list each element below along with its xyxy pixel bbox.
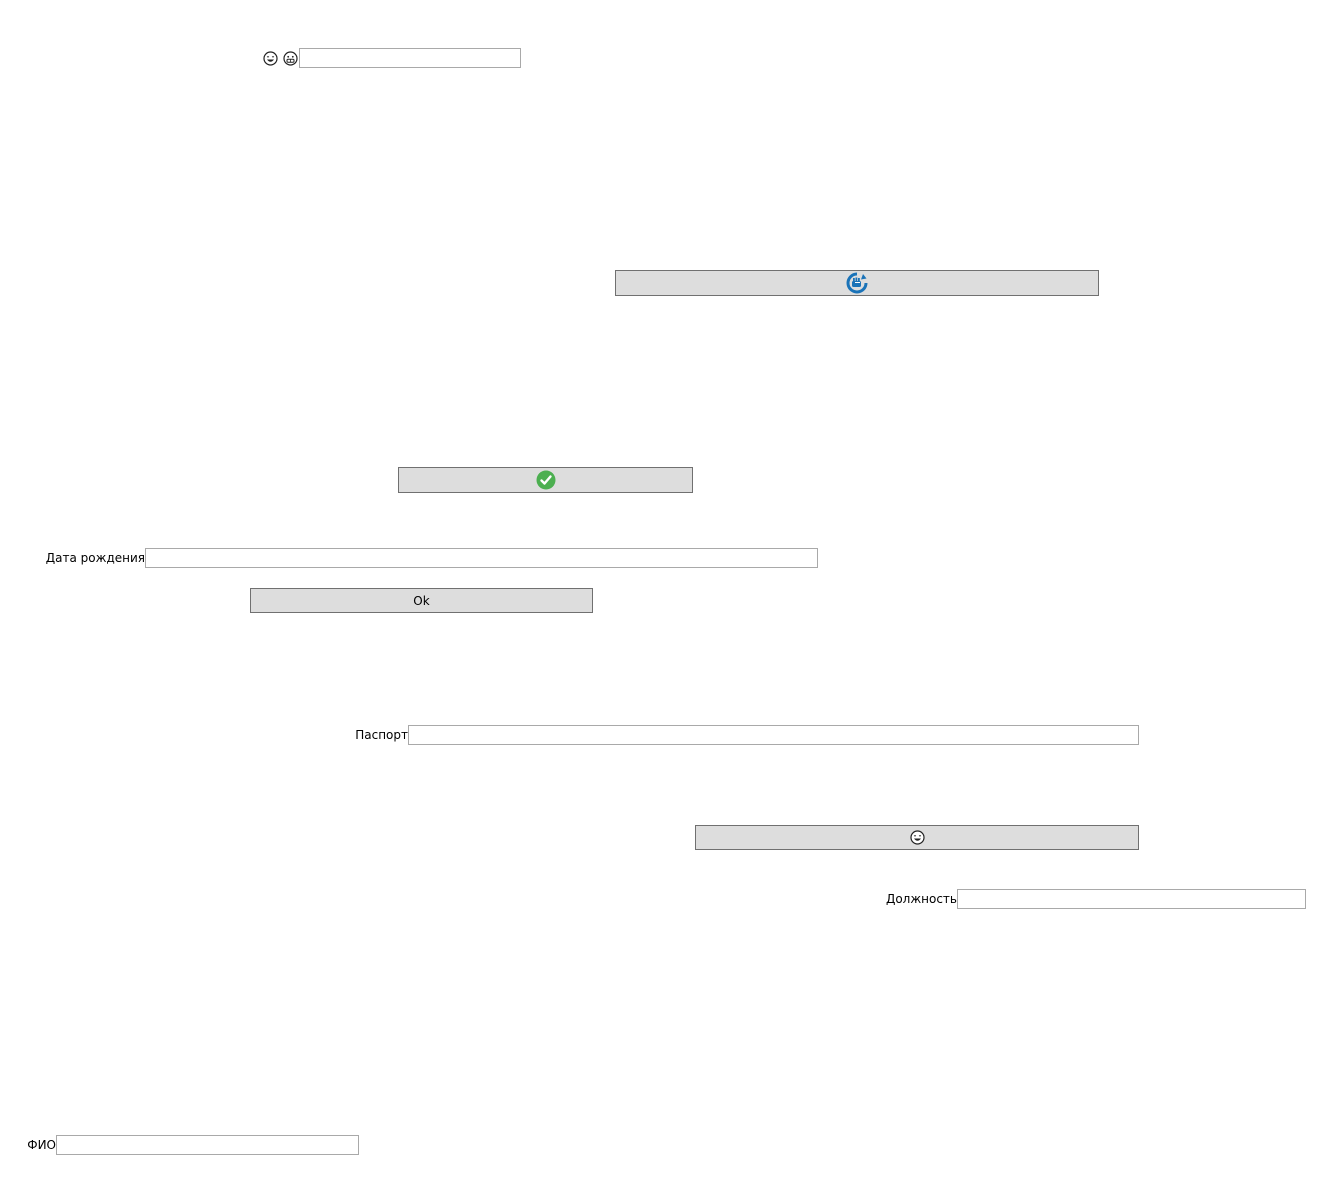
position-label: Должность — [885, 892, 957, 906]
full-name-label: ФИО — [27, 1138, 56, 1152]
laughing-face-icon — [263, 51, 278, 66]
birth-date-label: Дата рождения — [45, 551, 145, 565]
passport-field[interactable] — [408, 725, 1139, 745]
refresh-hand-icon — [846, 272, 868, 294]
birth-date-field[interactable] — [145, 548, 818, 568]
top-text-input[interactable] — [299, 48, 521, 68]
green-checkmark-icon — [536, 470, 556, 490]
emoji-button[interactable] — [695, 825, 1139, 850]
confirm-button[interactable] — [398, 467, 693, 493]
laughing-face-icon — [909, 830, 925, 845]
passport-label: Паспорт — [355, 728, 408, 742]
position-field[interactable] — [957, 889, 1306, 909]
full-name-field[interactable] — [56, 1135, 359, 1155]
refresh-button[interactable] — [615, 270, 1099, 296]
ok-button[interactable]: Ok — [250, 588, 593, 613]
grinning-face-icon — [283, 51, 298, 66]
